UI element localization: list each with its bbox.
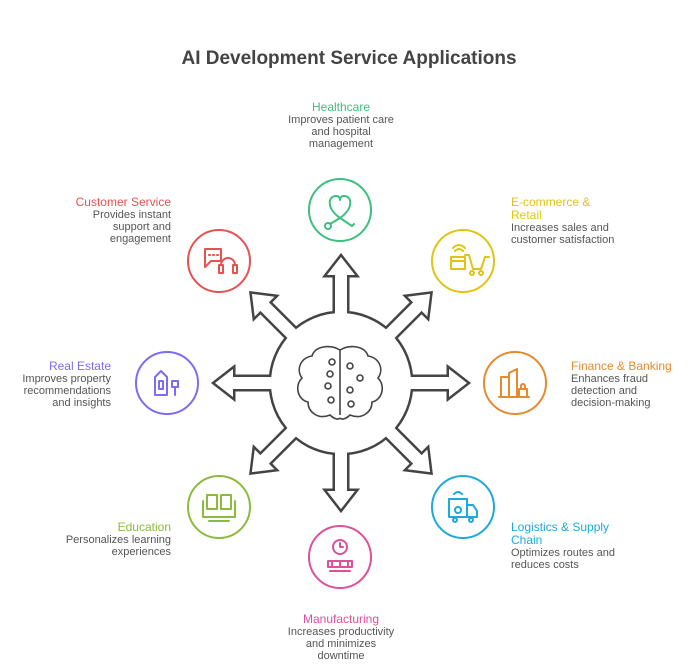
description: Increases productivity and minimizes dow…: [287, 626, 395, 662]
heading: E-commerce & Retail: [511, 195, 591, 222]
heading: Customer Service: [75, 195, 171, 209]
book-monitor-icon: [202, 494, 236, 522]
arrow: [327, 438, 355, 509]
hub-circle: [271, 313, 411, 453]
description: Provides instant support and engagement: [92, 209, 171, 245]
description: Increases sales and customer satisfactio…: [511, 222, 615, 246]
diagram-title: AI Development Service Applications: [181, 48, 517, 69]
description: Improves property recommendations and in…: [22, 373, 111, 409]
heading: Education: [117, 520, 171, 534]
node-circle: [483, 351, 547, 415]
brain-circuit-icon: [296, 345, 384, 420]
heading: Logistics & Supply Chain: [511, 520, 610, 547]
description: Enhances fraud detection and decision-ma…: [571, 373, 651, 409]
node-healthcare: [308, 178, 372, 242]
conveyor-icon: [327, 539, 353, 572]
node-circle: [431, 475, 495, 539]
node-education: [187, 475, 251, 539]
heading: Finance & Banking: [571, 359, 672, 373]
description: Improves patient care and hospital manag…: [288, 114, 394, 150]
node-customer-service: [187, 229, 251, 293]
heading: Real Estate: [48, 359, 111, 373]
chat-headset-icon: [204, 248, 238, 274]
node-real-estate: [135, 351, 199, 415]
node-manufacturing: [308, 525, 372, 589]
node-logistics-supply-chain: [431, 475, 495, 539]
node-circle: [308, 525, 372, 589]
heart-stethoscope-icon: [324, 195, 355, 230]
bank-buildings-icon: [498, 368, 530, 398]
central-hub: [210, 252, 472, 514]
arrow: [396, 369, 467, 397]
delivery-truck-icon: [448, 491, 478, 523]
node-finance-banking: [483, 351, 547, 415]
arrow: [327, 257, 355, 328]
card-cart-icon: [450, 244, 490, 276]
arrow: [215, 369, 286, 397]
heading: Manufacturing: [302, 612, 380, 626]
node-e-commerce-retail: [431, 229, 495, 293]
node-circle: [187, 475, 251, 539]
description: Optimizes routes and reduces costs: [511, 547, 615, 571]
house-sign-icon: [154, 370, 179, 396]
node-circle: [308, 178, 372, 242]
description: Personalizes learning experiences: [65, 534, 171, 558]
heading: Healthcare: [311, 100, 371, 114]
